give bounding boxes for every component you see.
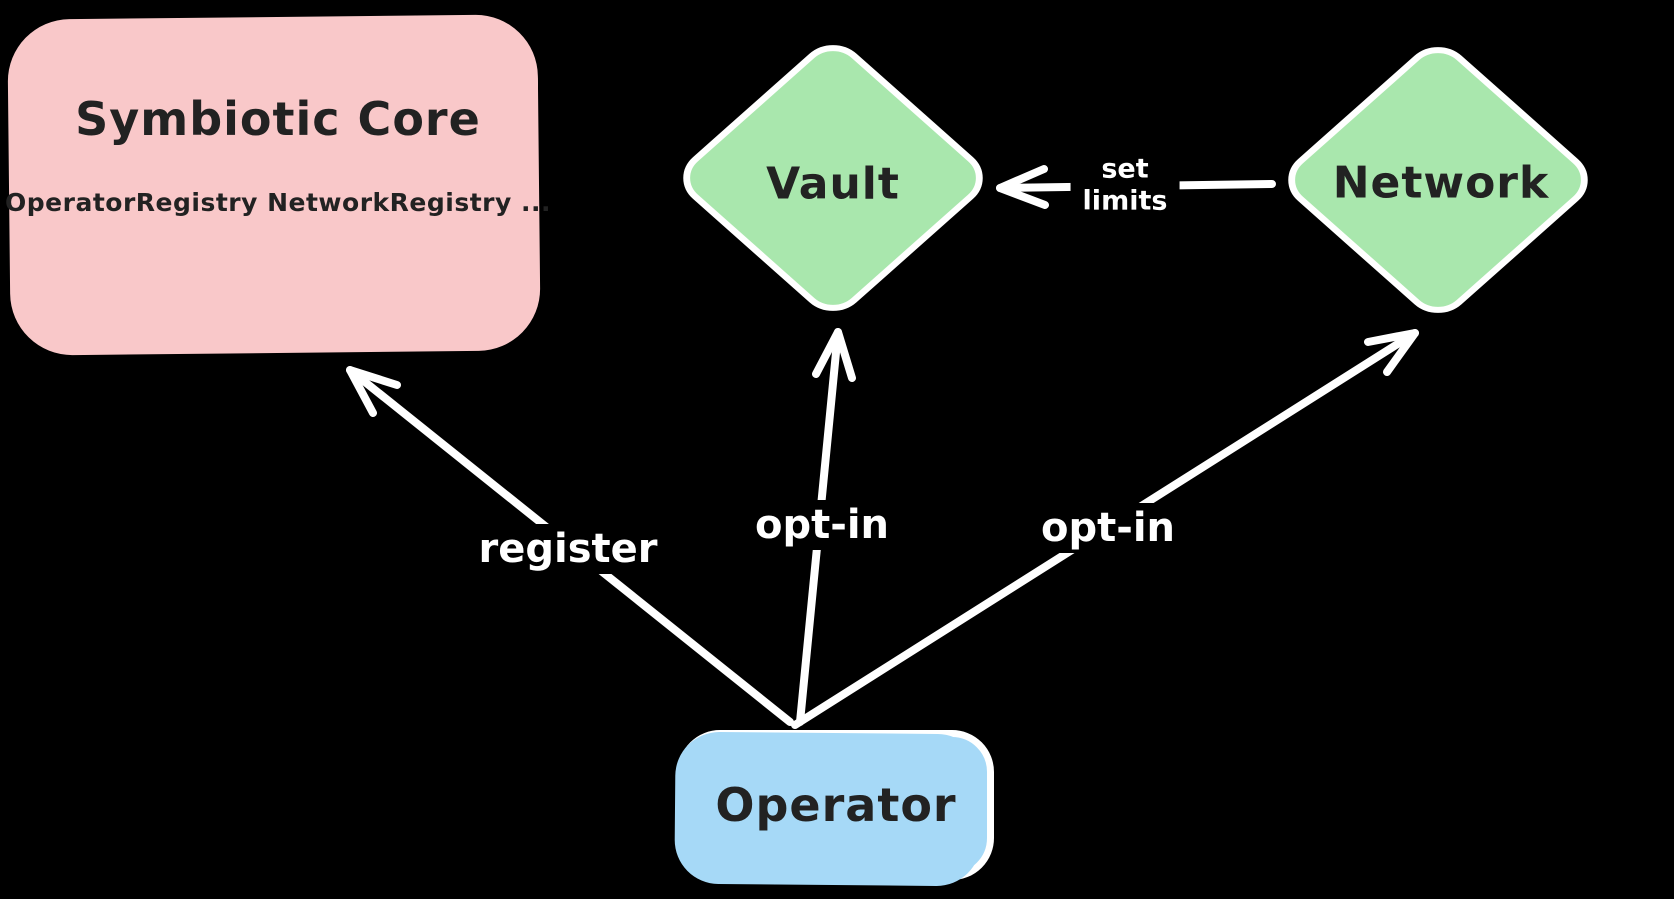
node-label-vault: Vault: [766, 158, 900, 210]
edge-label-register: register: [462, 524, 674, 574]
edge-label-opt-in-vault: opt-in: [738, 500, 906, 550]
node-subtitle-registries: OperatorRegistry NetworkRegistry ...: [5, 187, 551, 217]
edge-opt-in-network-arrowhead-icon: [1364, 329, 1419, 376]
edge-label-set-limits-line2: limits: [1082, 186, 1168, 217]
edge-label-set-limits: set limits: [1070, 151, 1180, 221]
edge-opt-in-vault-arrowhead-icon: [812, 328, 856, 382]
edge-register-arrowhead-icon: [346, 366, 401, 417]
node-label-operator: Operator: [715, 778, 957, 832]
edge-label-opt-in-network: opt-in: [1024, 503, 1192, 553]
node-symbiotic-core: Symbiotic Core OperatorRegistry NetworkR…: [5, 26, 550, 344]
node-operator: Operator: [678, 730, 994, 880]
edge-label-set-limits-line1: set: [1101, 153, 1149, 185]
node-title-symbiotic-core: Symbiotic Core: [75, 92, 481, 146]
node-label-network: Network: [1332, 157, 1550, 209]
edge-set-limits-arrowhead-icon: [996, 165, 1049, 209]
